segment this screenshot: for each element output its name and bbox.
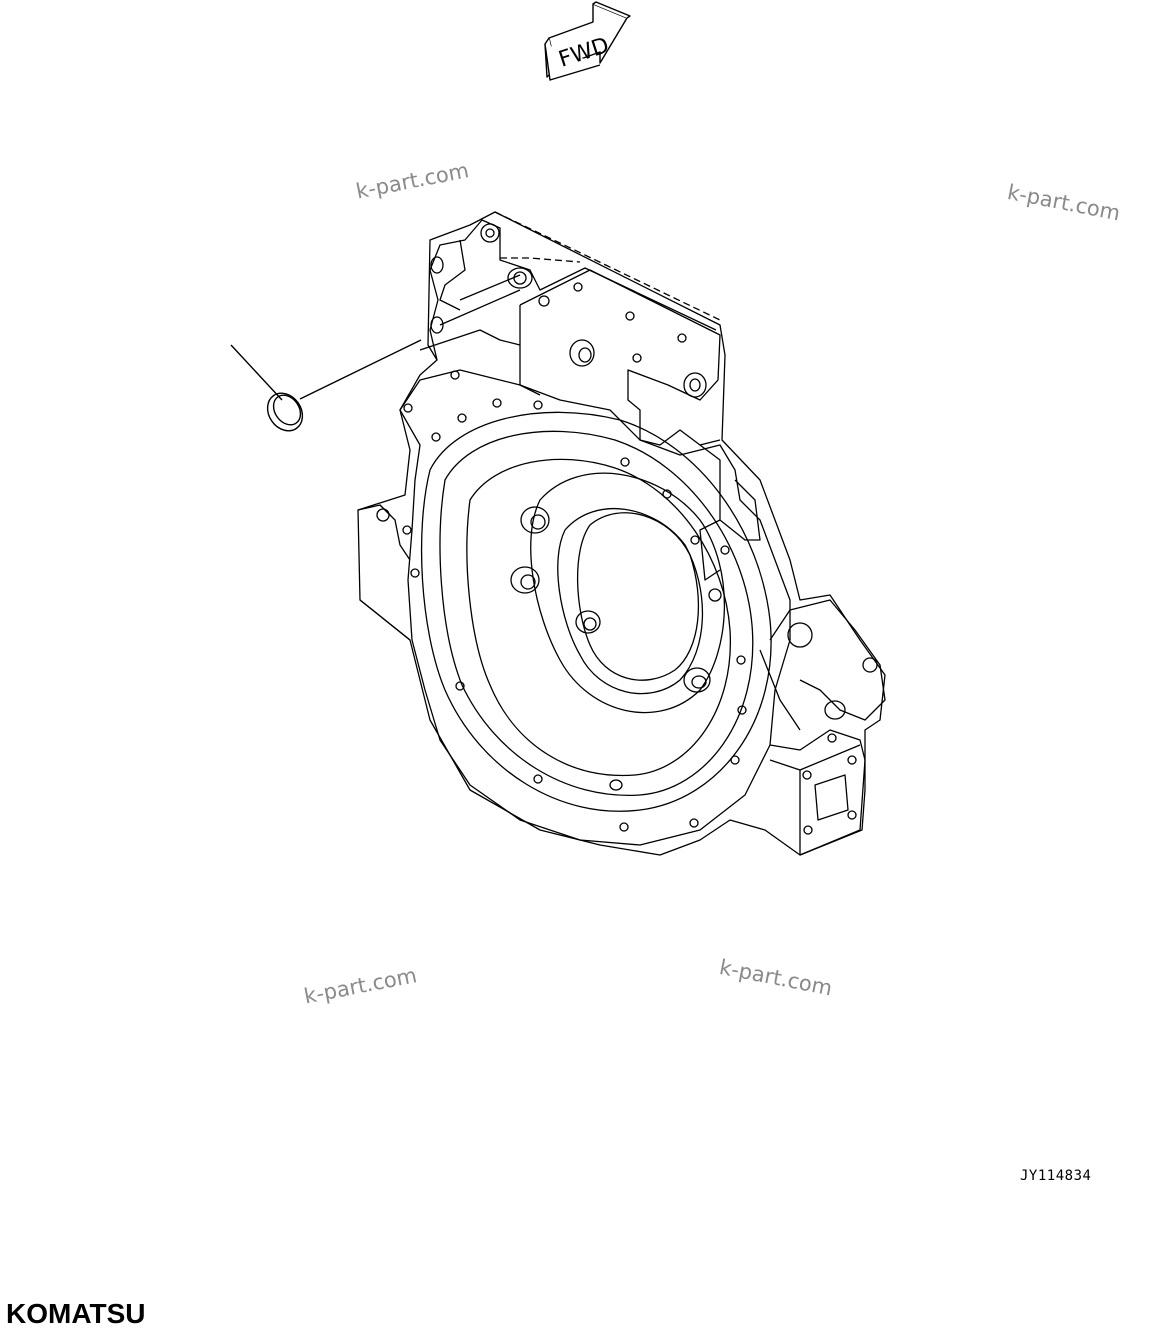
flywheel-housing bbox=[357, 211, 886, 856]
brand-logo: KOMATSU bbox=[6, 1298, 146, 1329]
seal-ring bbox=[230, 339, 422, 432]
reference-code: JY114834 bbox=[1020, 1168, 1092, 1184]
bolt-holes bbox=[402, 370, 747, 832]
fwd-arrow-icon: FWD bbox=[544, 1, 631, 81]
